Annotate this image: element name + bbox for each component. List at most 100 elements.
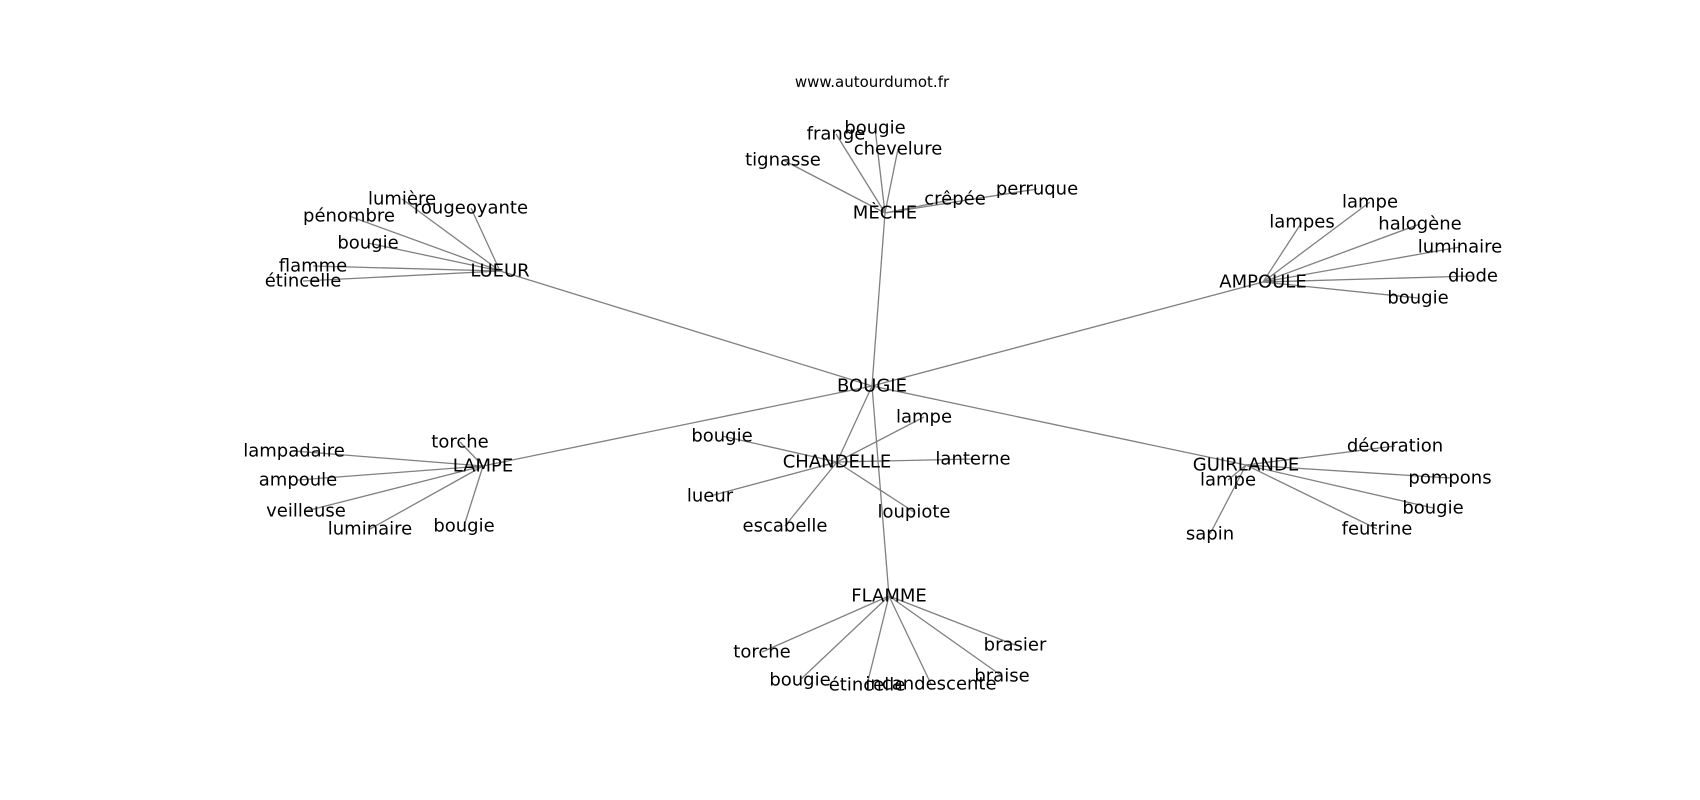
leaf-node-label[interactable]: bougie	[433, 516, 494, 537]
leaf-node-label[interactable]: bougie	[1402, 498, 1463, 519]
edge-hub-to-leaf	[721, 435, 838, 463]
leaf-node-label[interactable]: chevelure	[854, 139, 943, 160]
edge-hub-to-leaf	[1245, 464, 1451, 479]
leaf-node-label[interactable]: étincelle	[829, 675, 906, 696]
leaf-node-label[interactable]: lanterne	[935, 449, 1010, 470]
hub-node-label[interactable]: LUEUR	[470, 261, 529, 282]
leaf-node-label[interactable]: lampadaire	[243, 441, 345, 462]
leaf-node-label[interactable]: bougie	[1387, 288, 1448, 309]
leaf-node-label[interactable]: torche	[431, 432, 488, 453]
hub-node-label[interactable]: FLAMME	[851, 586, 927, 607]
leaf-node-label[interactable]: pénombre	[303, 206, 395, 227]
edge-hub-to-leaf	[312, 265, 501, 272]
edge-hub-to-leaf	[1262, 275, 1474, 283]
leaf-node-label[interactable]: luminaire	[1418, 237, 1502, 258]
edge-center-to-hub	[482, 385, 873, 467]
leaf-node-label[interactable]: torche	[733, 642, 790, 663]
leaf-node-label[interactable]: lueur	[687, 486, 734, 507]
edge-hub-to-leaf	[784, 461, 838, 527]
hub-node-label[interactable]: GUIRLANDE	[1193, 455, 1299, 476]
edge-hub-to-leaf	[709, 461, 838, 497]
leaf-node-label[interactable]: tignasse	[745, 150, 821, 171]
edge-hub-to-leaf	[1262, 223, 1421, 283]
edge-hub-to-leaf	[884, 148, 899, 214]
graph-labels: BOUGIEMÈCHEtignassefrangebougiechevelure…	[243, 118, 1502, 696]
edge-hub-to-leaf	[888, 595, 932, 685]
edge-hub-to-leaf	[874, 127, 886, 214]
hub-node-label[interactable]: AMPOULE	[1219, 272, 1306, 293]
edge-hub-to-leaf	[401, 198, 501, 272]
edge-hub-to-leaf	[1245, 464, 1378, 530]
leaf-node-label[interactable]: sapin	[1186, 524, 1234, 545]
edge-hub-to-leaf	[348, 215, 501, 272]
edge-hub-to-leaf	[1227, 464, 1247, 481]
edge-center-to-hub	[836, 385, 873, 463]
hub-node-label[interactable]: MÈCHE	[853, 202, 917, 224]
edge-hub-to-leaf	[302, 270, 501, 282]
edge-hub-to-leaf	[1245, 464, 1434, 509]
leaf-node-label[interactable]: feutrine	[1342, 519, 1413, 540]
edge-center-to-hub	[871, 385, 1247, 466]
leaf-node-label[interactable]: pompons	[1408, 468, 1491, 489]
edge-hub-to-leaf	[836, 458, 974, 463]
leaf-node-label[interactable]: lampe	[896, 407, 952, 428]
leaf-node-label[interactable]: brasier	[984, 635, 1047, 656]
edge-hub-to-leaf	[293, 450, 484, 467]
leaf-node-label[interactable]: rougeoyante	[414, 198, 528, 219]
hub-node-label[interactable]: LAMPE	[453, 456, 514, 477]
leaf-node-label[interactable]: lampe	[1200, 470, 1256, 491]
leaf-node-label[interactable]: flamme	[279, 256, 348, 277]
edge-hub-to-leaf	[1262, 281, 1419, 299]
edge-hub-to-leaf	[761, 595, 890, 653]
hub-node-label[interactable]: CHANDELLE	[783, 452, 892, 473]
edge-hub-to-leaf	[888, 595, 1003, 677]
edge-hub-to-leaf	[367, 242, 501, 272]
graph-edges	[293, 127, 1474, 686]
leaf-node-label[interactable]: étincelle	[265, 271, 342, 292]
leaf-node-label[interactable]: diode	[1448, 266, 1498, 287]
edge-hub-to-leaf	[1209, 464, 1247, 535]
leaf-node-label[interactable]: bougie	[769, 670, 830, 691]
leaf-node-label[interactable]: luminaire	[328, 519, 412, 540]
leaf-node-label[interactable]: lampe	[1342, 192, 1398, 213]
edge-hub-to-leaf	[459, 441, 484, 467]
leaf-node-label[interactable]: halogène	[1378, 214, 1461, 235]
edge-hub-to-leaf	[866, 595, 890, 686]
edge-center-to-hub	[871, 281, 1264, 387]
edge-hub-to-leaf	[1245, 445, 1396, 466]
edge-hub-to-leaf	[835, 133, 886, 214]
leaf-node-label[interactable]: bougie	[844, 118, 905, 139]
edge-hub-to-leaf	[297, 465, 484, 481]
site-url-label: www.autourdumot.fr	[795, 73, 950, 91]
leaf-node-label[interactable]: escabelle	[743, 516, 828, 537]
leaf-node-label[interactable]: incandescente	[865, 674, 996, 695]
edge-hub-to-leaf	[305, 465, 484, 512]
leaf-node-label[interactable]: lampes	[1269, 212, 1334, 233]
leaf-node-label[interactable]: perruque	[996, 179, 1078, 200]
edge-hub-to-leaf	[470, 207, 501, 272]
edge-hub-to-leaf	[782, 159, 886, 214]
leaf-node-label[interactable]: braise	[974, 666, 1029, 687]
leaf-node-label[interactable]: ampoule	[259, 470, 338, 491]
leaf-node-label[interactable]: lumière	[368, 189, 436, 210]
edge-hub-to-leaf	[799, 595, 890, 681]
edge-hub-to-leaf	[836, 461, 915, 513]
leaf-node-label[interactable]: décoration	[1347, 436, 1443, 457]
leaf-node-label[interactable]: bougie	[691, 426, 752, 447]
leaf-node-label[interactable]: bougie	[337, 233, 398, 254]
edge-hub-to-leaf	[1262, 246, 1461, 283]
leaf-node-label[interactable]: veilleuse	[266, 501, 346, 522]
leaf-node-label[interactable]: crêpée	[924, 189, 986, 210]
edge-center-to-hub	[871, 385, 890, 597]
edge-hub-to-leaf	[884, 188, 1038, 214]
edge-center-to-hub	[499, 270, 873, 387]
leaf-node-label[interactable]: loupiote	[878, 502, 951, 523]
edge-hub-to-leaf	[463, 465, 484, 527]
leaf-node-label[interactable]: frange	[807, 124, 866, 145]
edge-hub-to-leaf	[1262, 221, 1303, 283]
edge-hub-to-leaf	[836, 416, 925, 463]
center-node-label[interactable]: BOUGIE	[837, 376, 907, 397]
edge-hub-to-leaf	[1262, 201, 1371, 283]
edge-hub-to-leaf	[369, 465, 484, 530]
